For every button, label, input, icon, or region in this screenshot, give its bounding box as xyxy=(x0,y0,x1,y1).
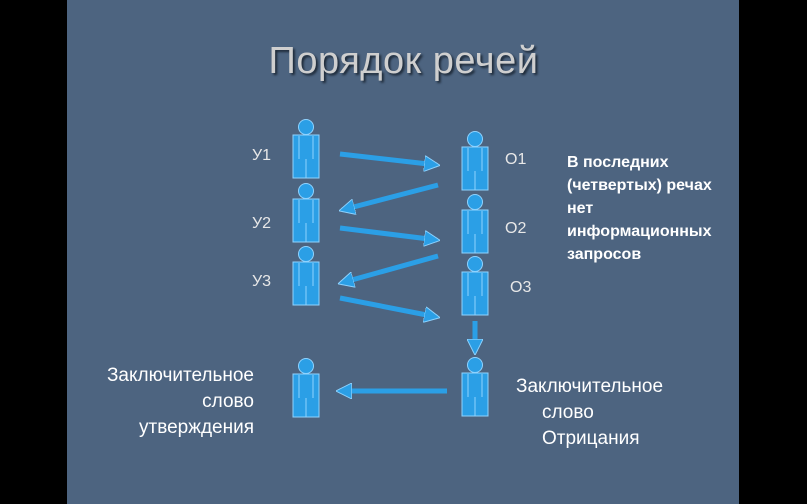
label-affirmative-3: У3 xyxy=(252,273,272,290)
label-negative-1: О1 xyxy=(505,151,527,168)
arrow-icon xyxy=(342,182,439,210)
closing-affirmative-line-3: утверждения xyxy=(139,417,254,438)
person-icon xyxy=(461,357,489,417)
person-icon xyxy=(292,358,320,418)
closing-negative-text: Заключительное слово Отрицания xyxy=(516,374,726,452)
label-negative-2: О2 xyxy=(505,220,527,237)
label-affirmative-1: У1 xyxy=(252,147,272,164)
person-icon xyxy=(461,194,489,254)
closing-negative-line-3: Отрицания xyxy=(542,428,640,449)
slide-title: Порядок речей xyxy=(268,40,539,82)
arrow-icon xyxy=(339,295,437,317)
closing-affirmative-line-2: слово xyxy=(202,391,254,412)
closing-negative-line-1: Заключительное xyxy=(516,376,664,397)
closing-negative-line-2: слово xyxy=(542,402,594,423)
label-negative-3: О3 xyxy=(510,279,532,296)
label-affirmative-2: У2 xyxy=(252,215,272,232)
person-icon xyxy=(292,183,320,243)
arrow-icon xyxy=(339,225,437,240)
person-icon xyxy=(292,246,320,306)
closing-affirmative-line-1: Заключительное xyxy=(106,365,254,386)
arrow-icon xyxy=(339,151,437,165)
closing-affirmative-text: Заключительное слово утверждения xyxy=(70,363,254,441)
person-icon xyxy=(461,131,489,191)
slide-note: В последних (четвертых) речах нет информ… xyxy=(567,154,712,263)
person-icon xyxy=(292,119,320,179)
arrow-icon xyxy=(341,253,439,283)
person-icon xyxy=(461,256,489,316)
slide-canvas xyxy=(67,0,739,504)
